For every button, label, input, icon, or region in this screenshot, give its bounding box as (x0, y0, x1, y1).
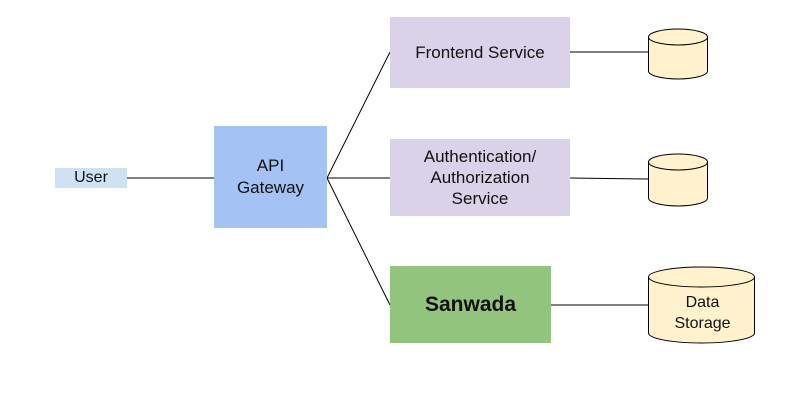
connector-gateway-sanwada (326, 177, 391, 306)
connector-gateway-frontend (326, 51, 391, 179)
sanwada-service-node: Sanwada (390, 266, 551, 343)
api-gateway-node: API Gateway (214, 126, 327, 228)
auth-database-icon (648, 153, 708, 207)
auth-service-node: Authentication/ Authorization Service (390, 139, 570, 216)
data-storage-database-icon (648, 266, 755, 344)
user-node: User (55, 168, 127, 188)
frontend-service-node: Frontend Service (390, 17, 570, 88)
data-storage-label: Data Storage (674, 294, 731, 332)
frontend-database-icon (648, 28, 708, 80)
connector-auth-db (569, 177, 649, 180)
